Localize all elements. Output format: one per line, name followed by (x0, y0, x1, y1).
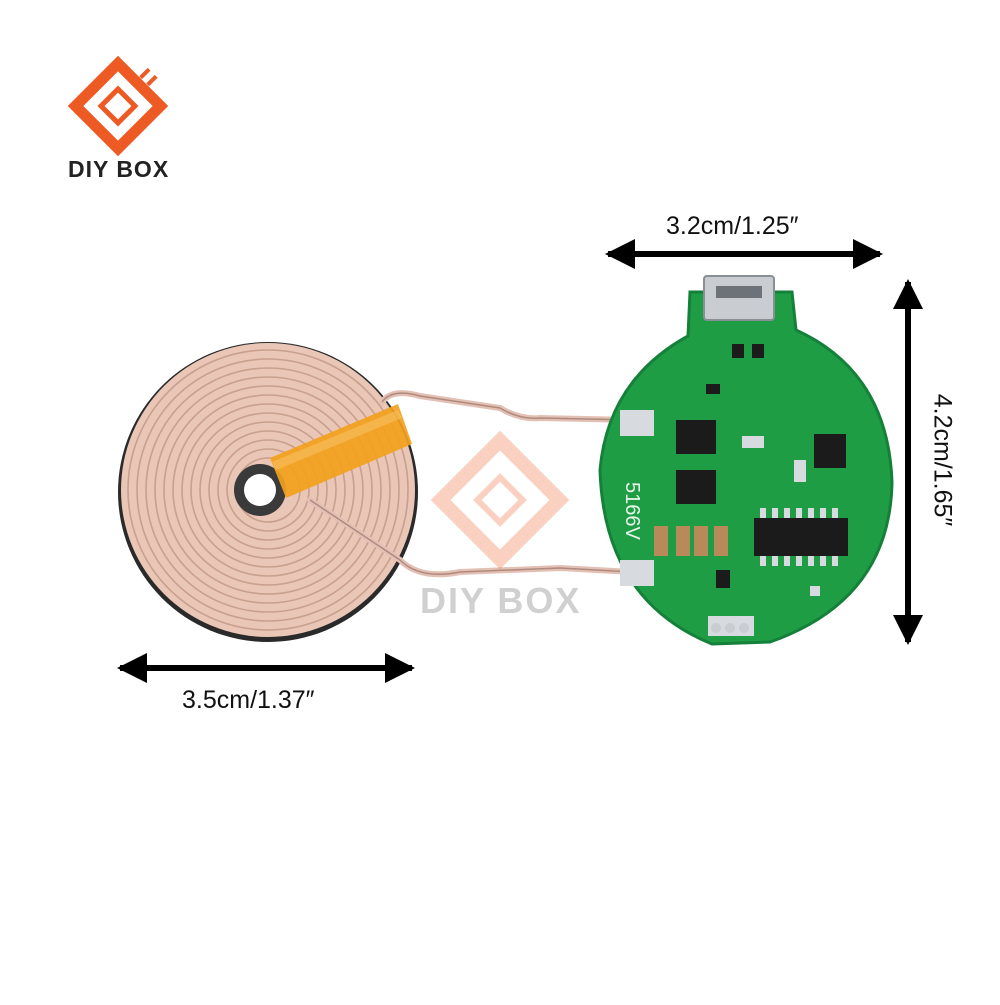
board-width-label: 3.2cm/1.25″ (666, 212, 799, 240)
pcb-silkscreen: 5166V (621, 482, 643, 540)
watermark-text: DIY BOX (420, 580, 582, 621)
board-height-label: 4.2cm/1.65″ (928, 393, 957, 527)
coil-width-label: 3.5cm/1.37″ (182, 686, 315, 714)
main-ic (754, 518, 848, 556)
charging-coil (118, 342, 418, 642)
watermark-logo-icon (430, 430, 570, 570)
brand-name: DIY BOX (68, 156, 170, 182)
pcb-board: 5166V (598, 275, 894, 646)
brand-logo-icon (67, 55, 169, 157)
